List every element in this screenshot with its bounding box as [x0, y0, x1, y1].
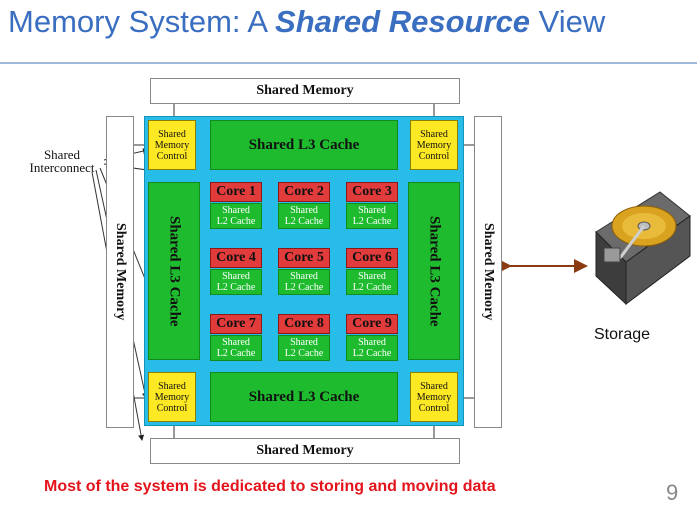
l3-cache-right: Shared L3 Cache	[408, 182, 460, 360]
l2-cache-4: Shared L2 Cache	[210, 269, 262, 295]
core-6: Core 6	[346, 248, 398, 268]
shared-memory-right: Shared Memory	[474, 116, 502, 428]
page-number: 9	[666, 480, 679, 505]
slide-title: Memory System: A Shared Resource View	[8, 4, 605, 40]
memory-control-top-left: Shared Memory Control	[148, 120, 196, 170]
l3-cache-top: Shared L3 Cache	[210, 120, 398, 170]
core-7: Core 7	[210, 314, 262, 334]
l3-cache-left: Shared L3 Cache	[148, 182, 200, 360]
l2-cache-9: Shared L2 Cache	[346, 335, 398, 361]
memory-control-bottom-left: Shared Memory Control	[148, 372, 196, 422]
shared-memory-top: Shared Memory	[150, 78, 460, 104]
shared-interconnect-label: Shared Interconnect	[29, 147, 95, 175]
core-4: Core 4	[210, 248, 262, 268]
l2-cache-6: Shared L2 Cache	[346, 269, 398, 295]
l2-cache-1: Shared L2 Cache	[210, 203, 262, 229]
title-prefix: Memory System: A	[8, 4, 276, 39]
core-2: Core 2	[278, 182, 330, 202]
core-1: Core 1	[210, 182, 262, 202]
memory-control-top-right: Shared Memory Control	[410, 120, 458, 170]
shared-memory-left-label: Shared Memory	[113, 223, 128, 321]
l2-cache-3: Shared L2 Cache	[346, 203, 398, 229]
core-8: Core 8	[278, 314, 330, 334]
slide-footer: Most of the system is dedicated to stori…	[44, 478, 496, 495]
l2-cache-8: Shared L2 Cache	[278, 335, 330, 361]
l3-cache-right-label: Shared L3 Cache	[426, 215, 443, 327]
l3-cache-bottom: Shared L3 Cache	[210, 372, 398, 422]
storage-label: Storage	[594, 326, 651, 343]
l3-cache-left-label: Shared L3 Cache	[166, 215, 183, 327]
core-9: Core 9	[346, 314, 398, 334]
shared-memory-right-label: Shared Memory	[481, 223, 496, 321]
core-3: Core 3	[346, 182, 398, 202]
memory-control-bottom-right: Shared Memory Control	[410, 372, 458, 422]
shared-memory-left: Shared Memory	[106, 116, 134, 428]
l2-cache-2: Shared L2 Cache	[278, 203, 330, 229]
title-divider	[0, 62, 697, 64]
title-emphasis: Shared Resource	[275, 4, 531, 39]
l2-cache-5: Shared L2 Cache	[278, 269, 330, 295]
core-5: Core 5	[278, 248, 330, 268]
l2-cache-7: Shared L2 Cache	[210, 335, 262, 361]
title-suffix: View	[530, 4, 606, 39]
shared-memory-bottom: Shared Memory	[150, 438, 460, 464]
